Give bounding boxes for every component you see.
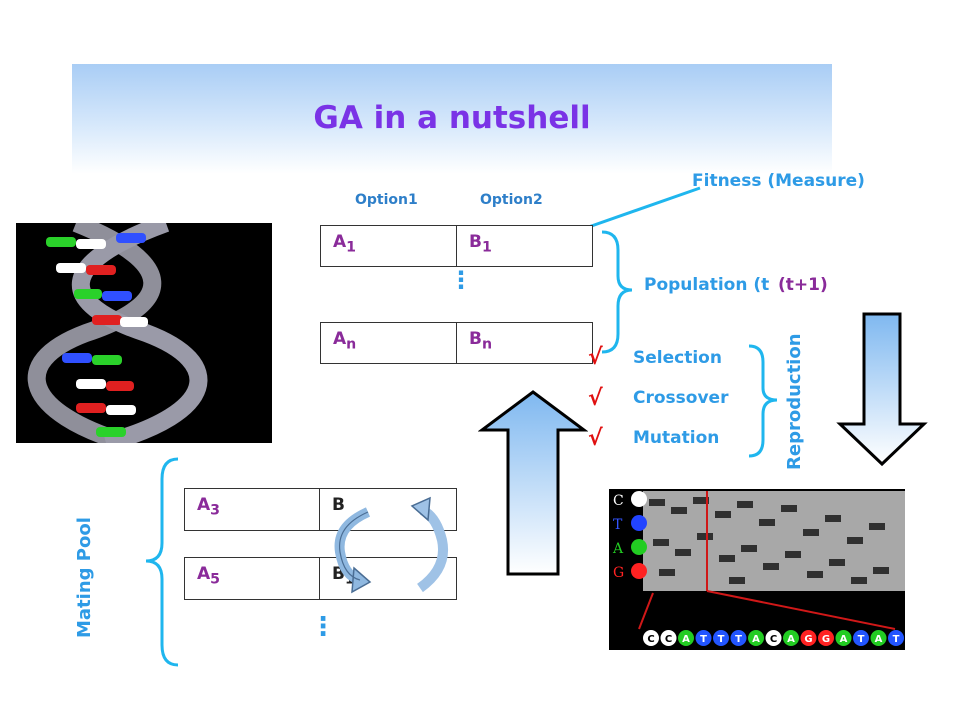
- sequence-base-dot: [713, 630, 729, 646]
- slide-title: GA in a nutshell: [313, 100, 591, 136]
- cell-an-letter: A: [333, 329, 347, 349]
- sequence-base-dot: [643, 630, 659, 646]
- option1-header: Option1: [355, 192, 418, 208]
- sequence-base-letter: A: [840, 634, 848, 645]
- cell-bn: Bn: [456, 322, 593, 364]
- sequence-base-dot: [835, 630, 852, 646]
- sequence-base-letter: T: [735, 634, 742, 645]
- sequence-base-dot: [730, 630, 747, 646]
- title-band: [72, 64, 832, 174]
- cell-b-swap-letter: B: [332, 495, 345, 515]
- check-selection-icon: √: [588, 345, 603, 370]
- sequence-base-letter: T: [718, 634, 725, 645]
- sequence-base-letter: G: [822, 634, 830, 645]
- reproduction-label: Reproduction: [784, 333, 805, 471]
- cell-b1-letter: B: [469, 232, 482, 252]
- sequence-base-letter: A: [787, 634, 795, 645]
- gel-legend-c: C: [613, 493, 624, 509]
- cell-bn-sub: n: [481, 336, 493, 353]
- sequence-base-dot: [818, 630, 834, 646]
- top-ellipsis: ⋮: [449, 266, 473, 294]
- sequence-base-dot: [695, 630, 712, 646]
- gel-legend-t: T: [613, 517, 623, 533]
- sequence-base-letter: T: [700, 634, 707, 645]
- sequence-base-dot: [870, 630, 887, 646]
- cell-bn-letter: B: [469, 329, 482, 349]
- reproduction-brace: [748, 344, 778, 458]
- cell-a5-letter: A: [197, 564, 211, 584]
- crossover-swap-arrows-icon: [334, 496, 448, 594]
- sequence-base-dot: [888, 630, 904, 646]
- gel-legend-a: A: [612, 541, 624, 557]
- gel-dot-g: [631, 563, 647, 579]
- sequence-base-letter: A: [752, 634, 760, 645]
- cell-an-sub: n: [346, 336, 357, 353]
- sequence-base-dot: [783, 630, 799, 646]
- cell-b1: B1: [456, 225, 593, 267]
- check-crossover-icon: √: [588, 386, 603, 411]
- population-label: Population (t: [644, 275, 770, 295]
- gel-dot-t: [631, 515, 647, 531]
- population-brace: [601, 230, 633, 354]
- cell-an: An: [320, 322, 457, 364]
- sequence-base-letter: A: [682, 634, 690, 645]
- check-mutation-icon: √: [588, 426, 603, 451]
- fitness-label: Fitness (Measure): [692, 171, 865, 191]
- fitness-connector: [579, 186, 701, 232]
- gel-dot-c: [631, 491, 647, 507]
- cell-a1-letter: A: [333, 232, 347, 252]
- gel-legend-g: G: [613, 565, 624, 581]
- cell-a3-letter: A: [197, 495, 211, 515]
- operator-selection: Selection: [633, 348, 722, 368]
- option2-header: Option2: [480, 192, 543, 208]
- cell-b1-sub: 1: [481, 239, 492, 256]
- cell-a3: A3: [184, 488, 320, 531]
- cell-a3-sub: 3: [210, 502, 221, 519]
- dna-helix-image: [16, 223, 272, 443]
- operator-crossover: Crossover: [633, 388, 729, 408]
- sequence-base-dot: [853, 630, 869, 646]
- operator-mutation: Mutation: [633, 428, 720, 448]
- sequence-base-dot: [678, 630, 694, 646]
- sequence-base-letter: C: [647, 634, 654, 645]
- gel-dot-a: [631, 539, 647, 555]
- cell-a5: A5: [184, 557, 320, 600]
- sequence-base-letter: G: [804, 634, 812, 645]
- sequence-base-letter: C: [665, 634, 672, 645]
- sequence-base-dot: [660, 630, 677, 646]
- sequence-base-letter: T: [893, 634, 900, 645]
- sequence-base-letter: A: [875, 634, 883, 645]
- cell-a1: A1: [320, 225, 457, 267]
- population-next-label: (t+1): [778, 275, 828, 295]
- sequence-base-letter: C: [770, 634, 777, 645]
- cell-a5-sub: 5: [210, 571, 221, 588]
- mating-pool-brace: [145, 457, 179, 667]
- down-arrow-icon: [836, 312, 928, 467]
- mating-ellipsis: ⋮: [310, 612, 336, 642]
- sequence-base-letter: T: [858, 634, 865, 645]
- sequence-base-dot: [800, 630, 817, 646]
- sequence-base-dot: [765, 630, 782, 646]
- sequence-base-dot: [748, 630, 764, 646]
- up-arrow-icon: [478, 390, 588, 576]
- mating-pool-label: Mating Pool: [74, 517, 95, 638]
- cell-a1-sub: 1: [346, 239, 357, 256]
